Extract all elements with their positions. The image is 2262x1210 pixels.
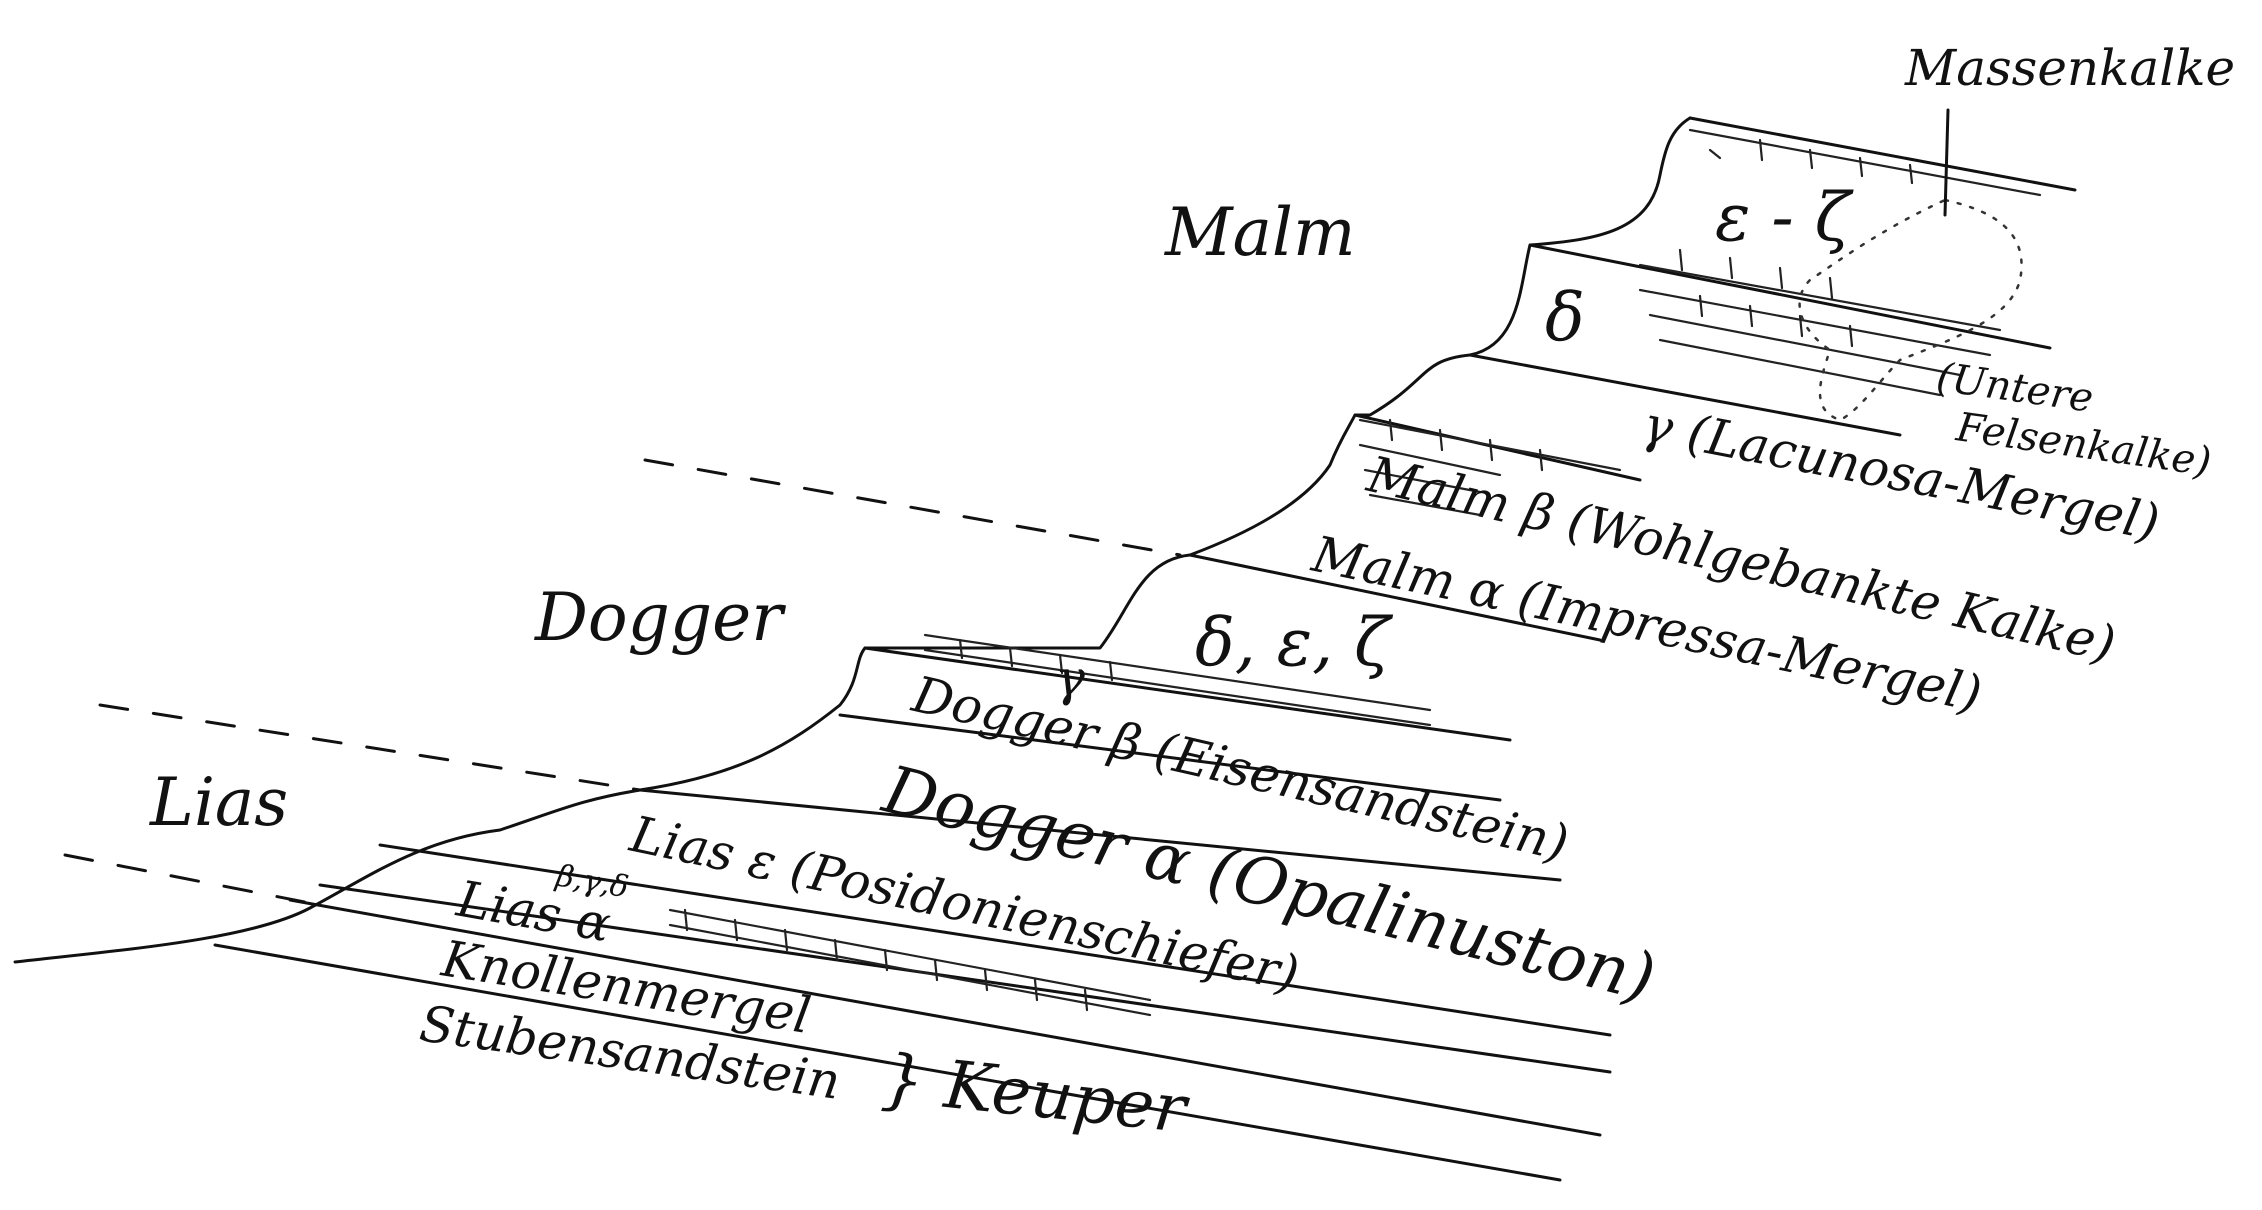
eroded-strata-dashed [63,458,1182,907]
massenkalke-label: Massenkalke [1904,39,2235,97]
era-lias: Lias [149,764,288,841]
dogger-gamma-label: γ [1055,649,1085,707]
era-malm: Malm [1164,194,1356,271]
dogger-upper-label: δ, ε, ζ [1195,604,1394,681]
strata-lines [213,116,2077,1182]
massenkalke-pointer [1943,108,1950,217]
malm-epsilon-zeta-label: ε - ζ [1715,179,1855,256]
limestone-hatching [668,128,2042,1017]
malm-delta-label: δ [1545,279,1585,356]
era-dogger: Dogger [534,579,786,656]
keuper-label: } Keuper [878,1039,1193,1148]
